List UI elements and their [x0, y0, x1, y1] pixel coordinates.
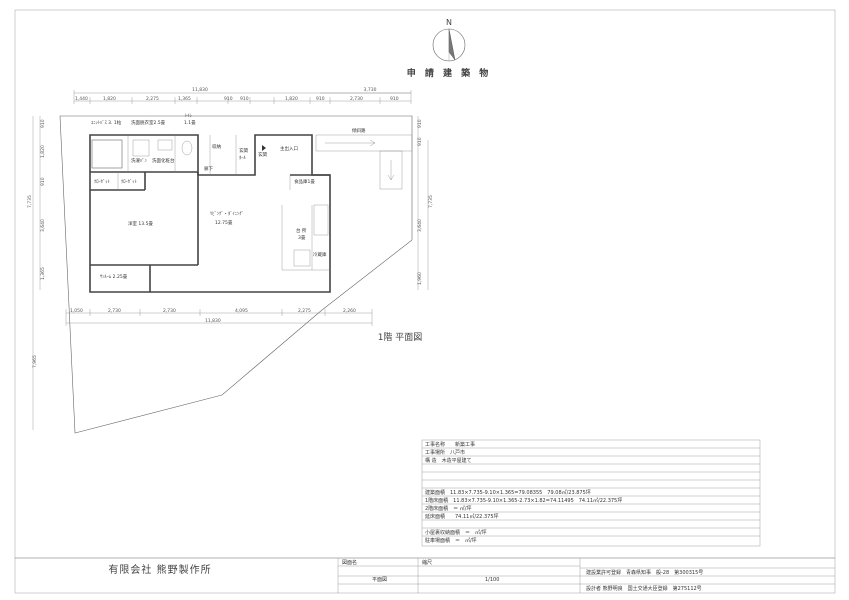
washer-icon	[132, 139, 150, 157]
right-dim: 910	[417, 119, 423, 128]
room-pantry: 食品庫1畳	[294, 178, 315, 185]
floor-plan	[89, 134, 413, 293]
info-row: 工事名称 新築工事	[425, 441, 475, 448]
info-row: 1階床面積 11.83×7.735-9.10×1.365-2.73×1.82=7…	[425, 497, 622, 504]
room-washbasin: 洗面化粧台	[152, 157, 175, 164]
top-dim: 1,820	[103, 96, 116, 102]
left-dim: 3,640	[40, 219, 46, 232]
top-dim: 1,440	[75, 96, 88, 102]
room-sunroom: ｻﾝﾙｰﾑ 2.25畳	[100, 274, 128, 280]
room-corridor: 廊下	[204, 165, 213, 172]
project-info-table	[421, 439, 761, 547]
room-hall-top: 玄関	[239, 147, 248, 154]
top-dim: 910	[316, 96, 325, 102]
bottom-dim: 2,260	[343, 308, 356, 314]
scale-label: 縮尺	[422, 559, 432, 566]
top-dim: 2,275	[146, 96, 159, 102]
floor-plan-title: 1階 平面図	[378, 332, 423, 343]
top-dim: 2,730	[350, 96, 363, 102]
top-dim: 1,365	[178, 96, 191, 102]
top-dimensions	[73, 90, 412, 104]
room-kitchen-size: 3畳	[298, 235, 306, 241]
top-dim: 910	[390, 96, 399, 102]
bottom-dim: 1,050	[70, 308, 83, 314]
ramp	[315, 134, 413, 152]
license-text: 建設業許可登録 青森県知事 般-28 第300315号	[586, 569, 703, 576]
bottom-dim: 4,095	[235, 308, 248, 314]
bathtub-icon	[91, 139, 123, 169]
fridge-icon	[293, 249, 311, 267]
toilet-icon	[181, 140, 193, 156]
room-hall-bottom: ﾎｰﾙ	[239, 155, 246, 161]
room-laundry: 洗面脱衣室2.5畳	[131, 119, 166, 126]
top-dim: 910	[240, 96, 249, 102]
right-dim: 910	[417, 137, 423, 146]
company-name: 有限会社 熊野製作所	[108, 563, 211, 576]
right-total: 7,735	[428, 195, 434, 208]
drawing-name: 平面図	[372, 577, 387, 583]
top-dim-labels: 1,440 1,820 2,275 1,365 910 910 1,820 91…	[75, 96, 399, 102]
info-row: 2階床面積 ＝ ㎡/坪	[425, 505, 471, 512]
info-row: 建築面積 11.83×7.735-9.10×1.365=79.08355 79.…	[425, 489, 591, 496]
arrow-right-icon	[325, 139, 376, 147]
info-row: 構 造 木造平屋建て	[425, 457, 472, 464]
room-kitchen: 台 所	[296, 227, 307, 234]
info-row: 延床面積 74.11㎡/22.375坪	[425, 513, 499, 520]
title-block	[15, 557, 835, 593]
room-bath: ﾕﾆｯﾄﾊﾞｽ 3. 1帖	[91, 119, 122, 126]
building-label: 申 請 建 築 物	[407, 67, 492, 79]
top-dim: 1,820	[285, 96, 298, 102]
room-toilet: ﾄｲﾚ	[185, 114, 192, 119]
room-entrance: 主出入口	[280, 145, 298, 152]
room-washer: 洗濯ﾊﾟﾝ	[131, 157, 147, 164]
bottom-dim: 2,730	[108, 308, 121, 314]
info-row: 小屋裏収納面積 ＝ ㎡/坪	[425, 529, 487, 536]
bottom-dimensions	[65, 309, 373, 326]
top-dim: 910	[224, 96, 233, 102]
bottom-dim: 2,275	[298, 308, 311, 314]
left-lower-total: 7,965	[32, 355, 38, 368]
info-row: 駐車場面積 ＝ ㎡/坪	[425, 537, 477, 544]
drawing-name-label: 図面名	[342, 559, 357, 566]
left-dim: 1,365	[40, 267, 46, 280]
room-western: 洋室 13.5畳	[128, 220, 153, 227]
left-dim: 910	[40, 119, 46, 128]
top-right-dim: 3,730	[364, 87, 377, 93]
room-storage: 収納	[212, 143, 221, 150]
room-genkan: 玄関	[258, 151, 267, 158]
ramp-down	[379, 150, 403, 190]
architect-text: 設計者 熊野明良 国土交通大臣登録 第275112号	[586, 585, 702, 592]
room-closet1: ｸﾛｰｾﾞｯﾄ	[94, 178, 110, 185]
right-dim: 1,960	[417, 272, 423, 285]
scale-value: 1/100	[485, 577, 499, 583]
north-arrow-icon	[432, 28, 466, 62]
info-row: 工事場所 八戸市	[425, 449, 465, 456]
entrance-arrow-icon	[262, 145, 266, 151]
room-fridge: 冷蔵庫	[313, 251, 327, 258]
left-dim: 910	[40, 177, 46, 186]
overall-width-bottom: 11,830	[205, 318, 221, 324]
exterior-wall	[89, 134, 331, 293]
arrow-down-icon	[387, 160, 395, 181]
site-boundary	[59, 115, 413, 434]
right-dimensions	[417, 116, 429, 290]
overall-width-top: 11,830	[192, 87, 208, 93]
left-dimensions	[32, 116, 41, 430]
room-closet2: ｸﾛｰｾﾞｯﾄ	[121, 178, 137, 185]
right-dim: 3,640	[417, 219, 423, 232]
room-living-size: 12.75畳	[215, 220, 233, 226]
bottom-dim: 2,730	[163, 308, 176, 314]
room-ramp: 傾斜路	[352, 127, 366, 134]
north-label: N	[446, 18, 452, 27]
room-living: ﾘﾋﾞﾝｸﾞ・ﾀﾞｲﾆﾝｸﾞ	[210, 210, 244, 217]
room-toilet-size: 1.1畳	[184, 120, 196, 126]
washbasin-icon	[157, 139, 173, 151]
sheet-border	[14, 9, 836, 594]
left-dim: 1,820	[40, 145, 46, 158]
left-total: 7,735	[27, 195, 33, 208]
